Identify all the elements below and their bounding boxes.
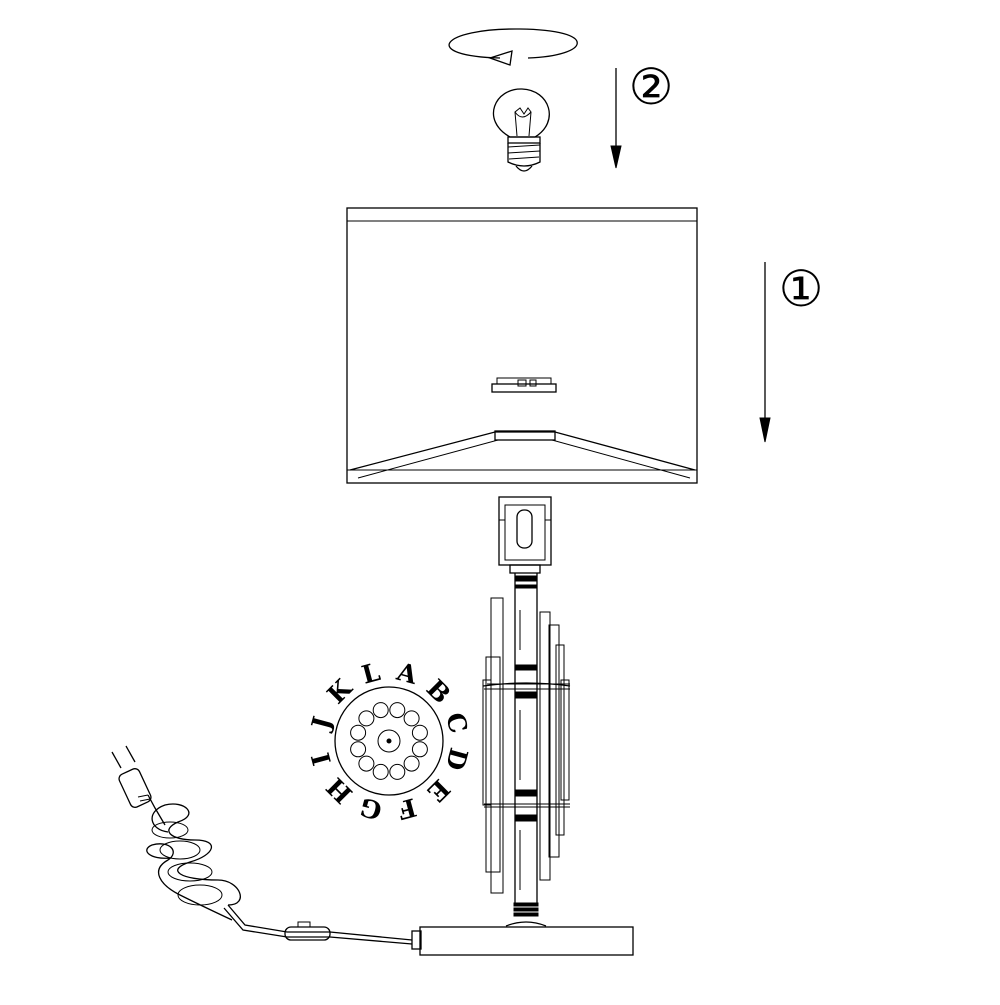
ring-letter: E	[422, 774, 456, 808]
ring-letter: A	[393, 657, 421, 690]
ring-letter: H	[321, 772, 358, 809]
step-2-arrow	[610, 68, 622, 169]
inline-switch	[284, 921, 331, 941]
lamp-socket	[498, 496, 552, 574]
ring-hole	[403, 755, 420, 772]
light-bulb-icon	[492, 88, 550, 172]
lamp-base	[411, 926, 634, 956]
ring-hole	[403, 710, 420, 727]
ring-letter: B	[421, 674, 456, 709]
ring-hole	[358, 710, 375, 727]
ring-letter: J	[305, 713, 337, 734]
ring-letter: I	[306, 750, 337, 769]
ring-hole	[350, 741, 367, 758]
ring-hole	[372, 763, 389, 780]
ring-hole	[358, 755, 375, 772]
lamp-stem	[505, 573, 547, 927]
ring-hole	[350, 724, 367, 741]
power-cord	[223, 904, 413, 945]
lamp-shade	[346, 207, 698, 484]
step-1-arrow	[759, 262, 771, 443]
power-plug-icon	[111, 745, 152, 808]
ring-hole	[411, 724, 428, 741]
step-1-label: ①	[779, 260, 824, 318]
color-ring-holes	[350, 702, 428, 780]
crystal-panels	[482, 597, 571, 894]
rotation-arrow-icon	[448, 28, 578, 66]
ring-hole	[389, 763, 406, 780]
ring-hole	[411, 741, 428, 758]
step-2-label: ②	[629, 58, 674, 116]
ring-hole	[389, 702, 406, 719]
ring-letter: L	[359, 657, 384, 690]
ring-letter: F	[395, 792, 420, 825]
ring-letter: G	[357, 792, 385, 826]
ring-hole	[372, 702, 389, 719]
ring-letter: C	[440, 710, 473, 737]
coiled-cord	[146, 794, 241, 921]
ring-letter: K	[322, 673, 359, 710]
ring-letter: D	[440, 745, 474, 773]
